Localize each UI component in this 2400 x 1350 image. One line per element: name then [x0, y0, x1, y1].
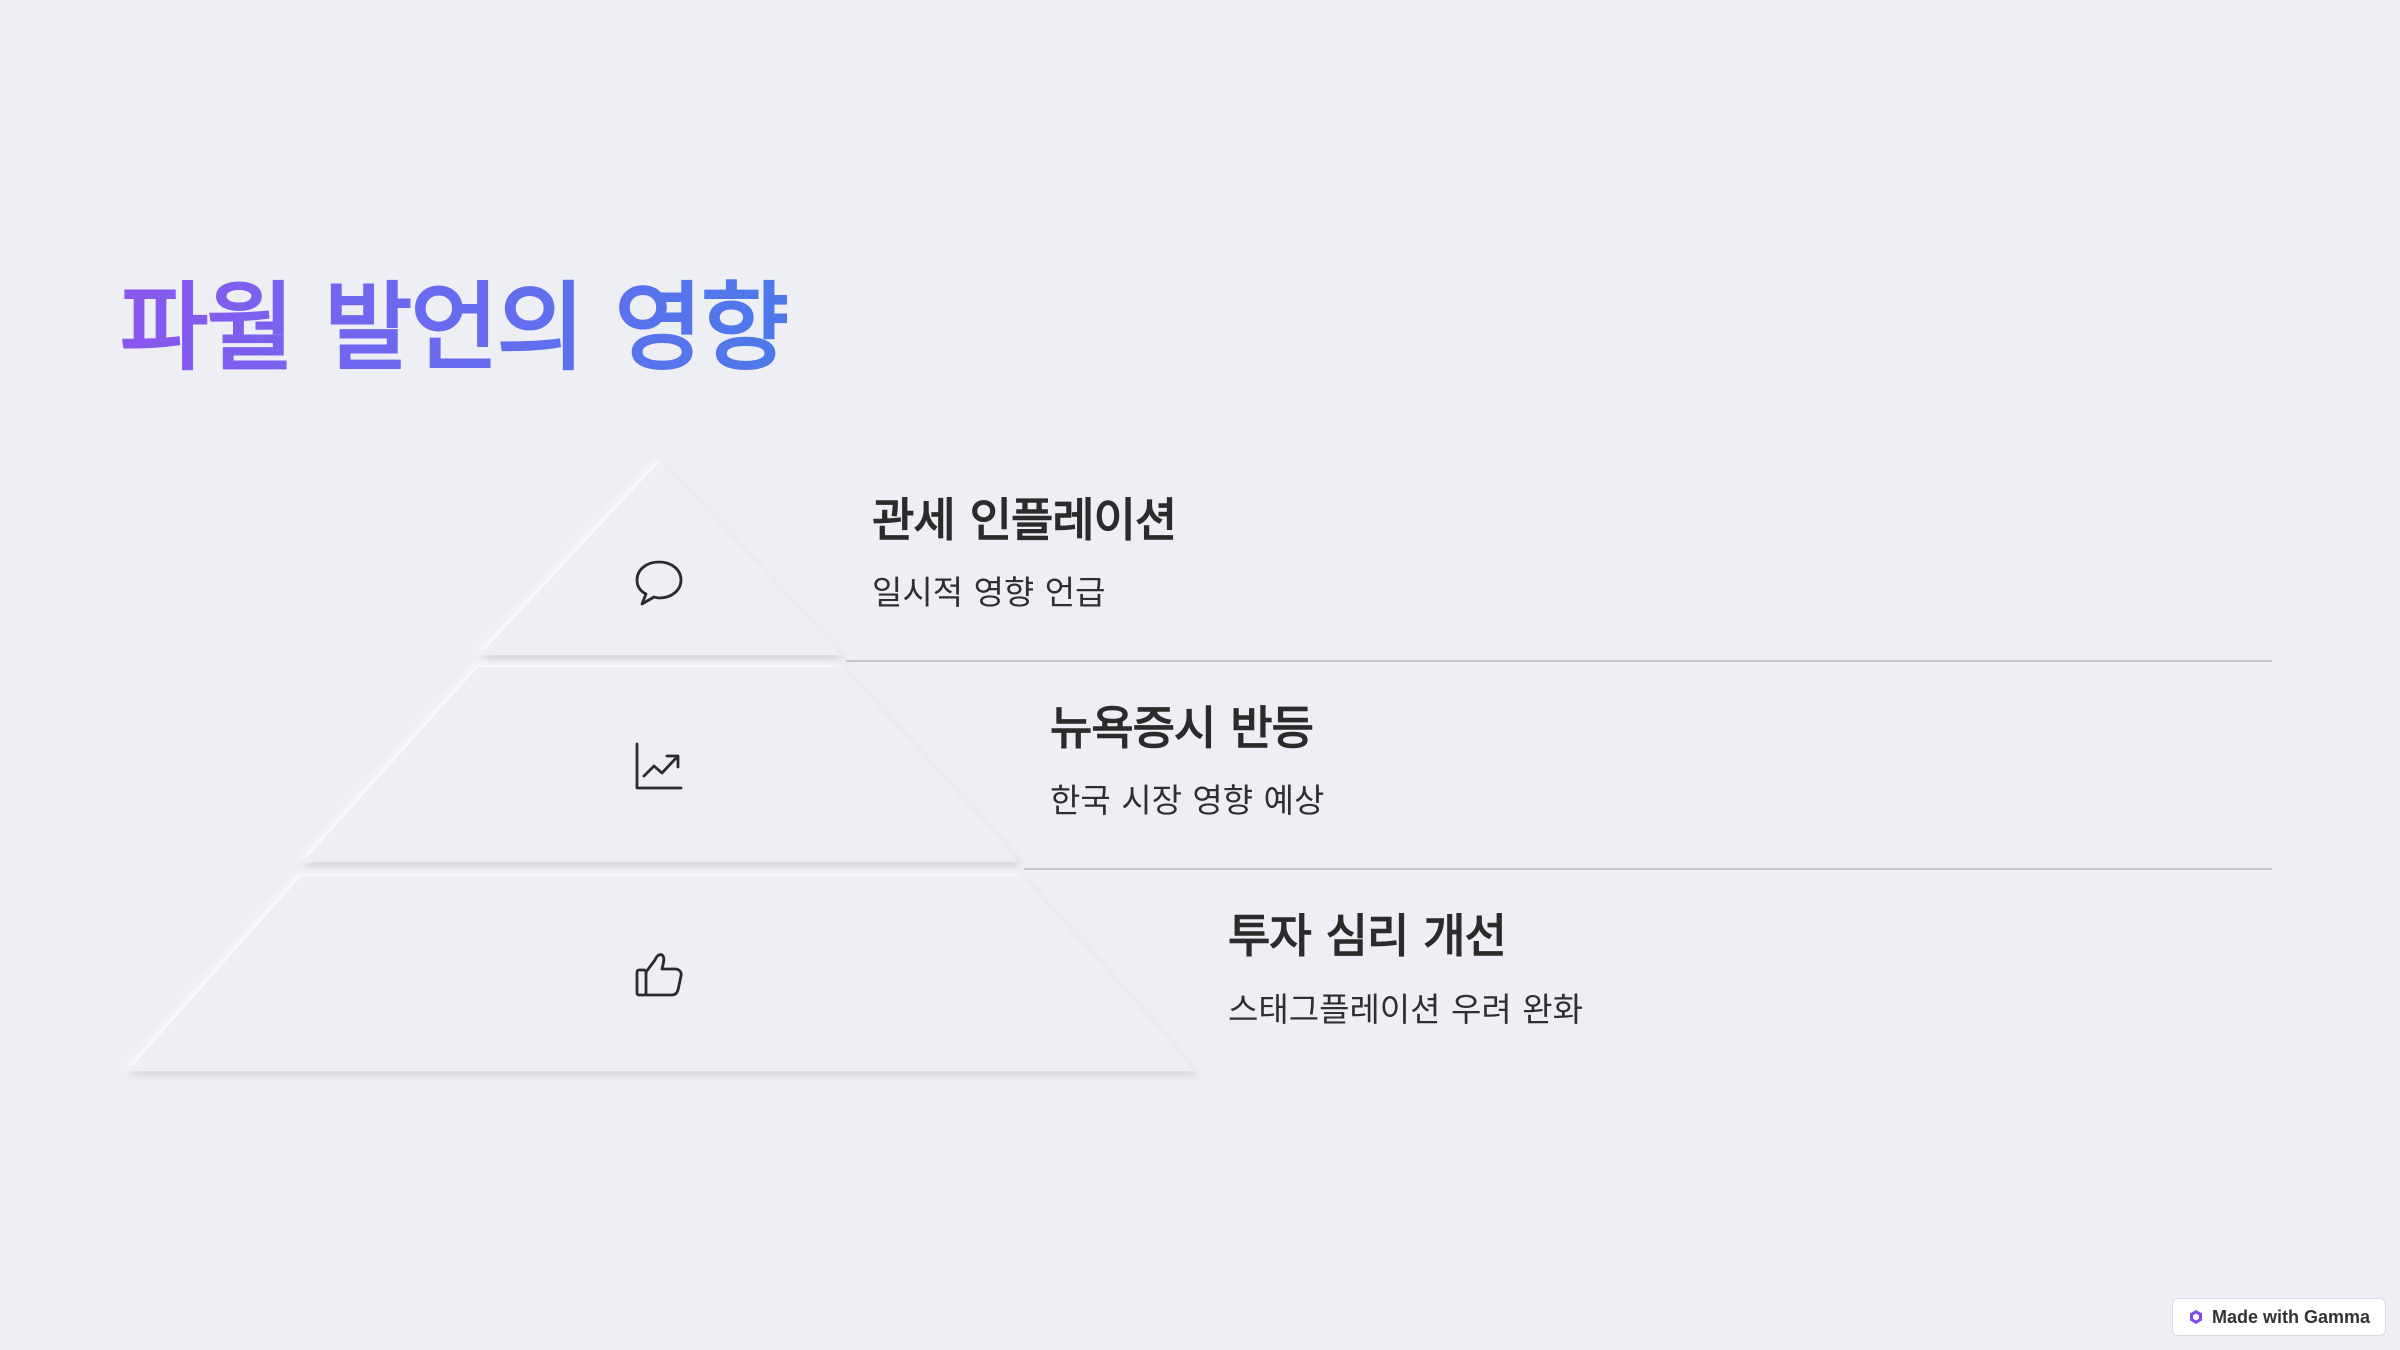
level-2-heading: 뉴욕증시 반등	[1050, 701, 1314, 755]
level-2-description: 한국 시장 영향 예상	[1050, 781, 1325, 820]
pyramid-level-1	[480, 462, 840, 655]
pyramid-level-2	[303, 667, 1018, 862]
level-1-heading: 관세 인플레이션	[872, 493, 1177, 547]
level-3-description: 스태그플레이션 우려 완화	[1228, 990, 1583, 1029]
level-3-heading: 투자 심리 개선	[1228, 909, 1507, 963]
trending-up-chart-icon	[635, 742, 683, 790]
made-with-gamma-badge[interactable]: Made with Gamma	[2172, 1298, 2386, 1336]
level-1-description: 일시적 영향 언급	[872, 573, 1106, 612]
speech-bubble-icon	[635, 560, 683, 606]
pyramid-level-3	[128, 876, 1194, 1071]
badge-label: Made with Gamma	[2211, 1306, 2371, 1327]
gamma-logo-icon	[2189, 1310, 2202, 1324]
slide-title: 파월 발언의 영향	[120, 268, 789, 388]
thumbs-up-icon	[635, 953, 683, 997]
